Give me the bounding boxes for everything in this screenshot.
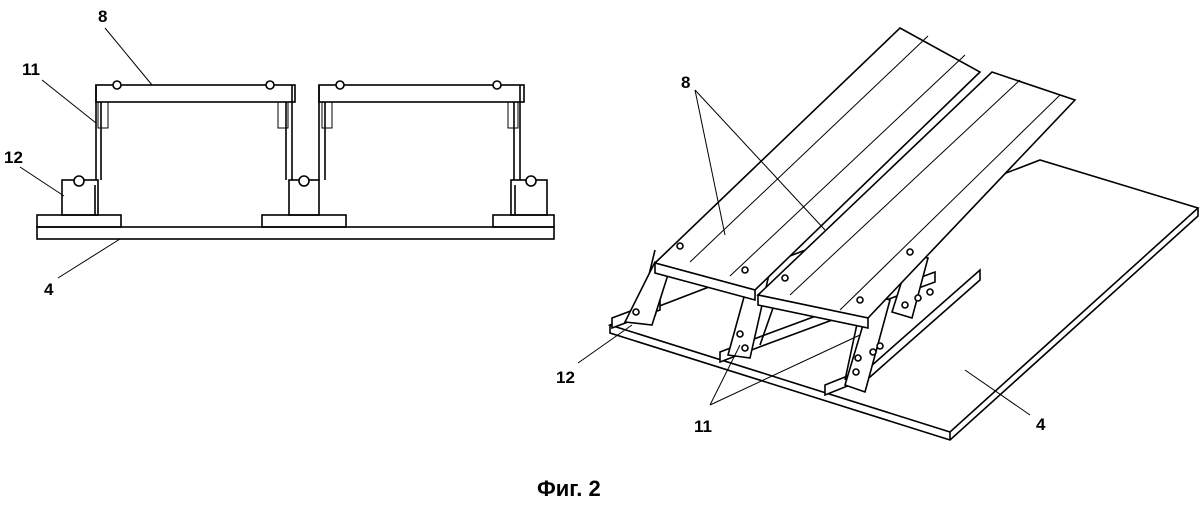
- label-12-left: 12: [4, 148, 23, 167]
- label-11-left: 11: [22, 60, 40, 79]
- iso-brackets: [623, 254, 934, 394]
- iso-panel-left: [653, 27, 982, 302]
- cross-section-view: 8 11 12 4: [4, 7, 555, 299]
- label-8-left: 8: [98, 7, 107, 26]
- label-12-right: 12: [556, 368, 575, 387]
- label-4-right: 4: [1036, 415, 1046, 434]
- isometric-view: 8 12 11 4: [556, 27, 1200, 441]
- label-4-left: 4: [44, 280, 54, 299]
- rail-foot-middle: [261, 175, 347, 228]
- label-11-right: 11: [694, 417, 712, 436]
- figure-caption: Фиг. 2: [537, 476, 601, 501]
- rail-foot-right: [492, 175, 555, 228]
- panel-left: [95, 80, 296, 180]
- rail-foot-left: [36, 175, 122, 228]
- panel-right: [318, 80, 525, 180]
- label-8-right: 8: [681, 73, 690, 92]
- iso-panel-right: [756, 71, 1077, 329]
- base-plate: [36, 226, 555, 240]
